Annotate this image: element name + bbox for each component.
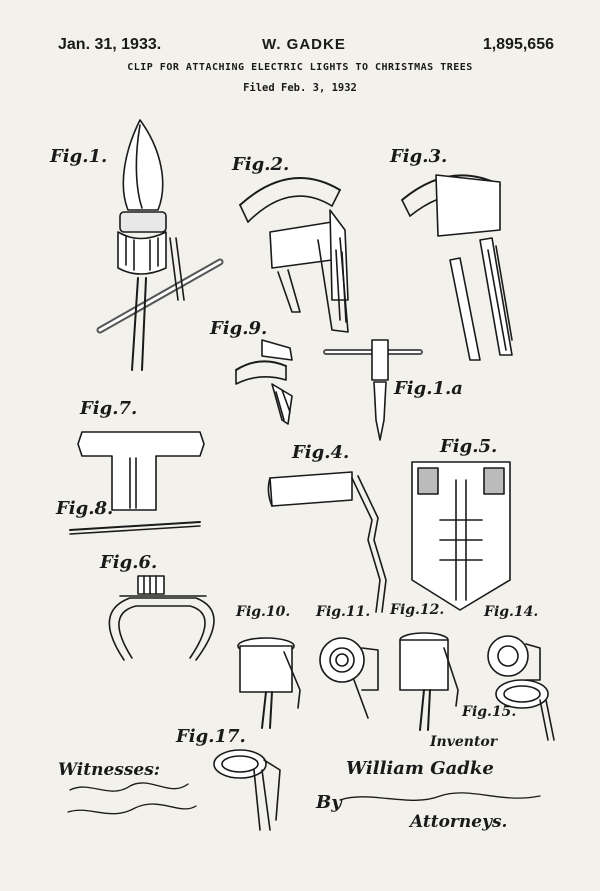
- figure-5-drawing: [411, 461, 511, 611]
- patent-title: CLIP FOR ATTACHING ELECTRIC LIGHTS TO CH…: [127, 62, 473, 73]
- figure-10-label: Fig.10.: [236, 604, 291, 620]
- figure-11-label: Fig.11.: [316, 604, 371, 620]
- figure-17-label: Fig.17.: [176, 726, 246, 747]
- figure-17-drawing: [213, 749, 281, 831]
- attorneys-label: Attorneys.: [410, 812, 508, 832]
- figure-1a-drawing: [323, 339, 423, 441]
- by-label: By: [316, 792, 342, 813]
- figure-7-label: Fig.7.: [80, 398, 138, 419]
- figure-9-label: Fig.9.: [210, 318, 268, 339]
- figure-11-drawing: [319, 637, 379, 719]
- figure-15-label: Fig.15.: [462, 704, 517, 720]
- figure-1a-label: Fig.1.a: [394, 378, 463, 399]
- figure-4-label: Fig.4.: [292, 442, 350, 463]
- figure-10-drawing: [237, 637, 301, 729]
- patent-number: 1,895,656: [482, 36, 554, 53]
- figure-15-drawing: [495, 679, 555, 741]
- figure-8-drawing: [69, 521, 201, 535]
- figure-3-label: Fig.3.: [390, 146, 448, 167]
- witness-signatures: [67, 782, 197, 815]
- figure-1-drawing: [96, 119, 224, 371]
- figure-1-label: Fig.1.: [50, 146, 108, 167]
- attorney-signature: [339, 792, 541, 801]
- figure-6-drawing: [108, 575, 215, 661]
- figure-6-label: Fig.6.: [100, 552, 158, 573]
- figure-12-label: Fig.12.: [390, 602, 445, 618]
- figure-2-drawing: [239, 177, 349, 333]
- figure-4-drawing: [267, 471, 387, 613]
- figure-3-drawing: [401, 174, 513, 361]
- figure-12-drawing: [399, 632, 459, 731]
- filed-date: Filed Feb. 3, 1932: [243, 82, 357, 94]
- figure-8-label: Fig.8.: [56, 498, 114, 519]
- figure-9-drawing: [235, 339, 293, 425]
- inventor-signature: William Gadke: [346, 758, 494, 779]
- figure-14-drawing: [487, 635, 541, 681]
- figure-14-label: Fig.14.: [484, 604, 539, 620]
- inventor-label: Inventor: [430, 734, 498, 750]
- inventor-header: W. GADKE: [262, 36, 346, 53]
- witnesses-label: Witnesses:: [58, 760, 161, 780]
- figure-2-label: Fig.2.: [232, 154, 290, 175]
- patent-date: Jan. 31, 1933.: [58, 36, 162, 53]
- figure-5-label: Fig.5.: [440, 436, 498, 457]
- figure-7-drawing: [77, 431, 205, 511]
